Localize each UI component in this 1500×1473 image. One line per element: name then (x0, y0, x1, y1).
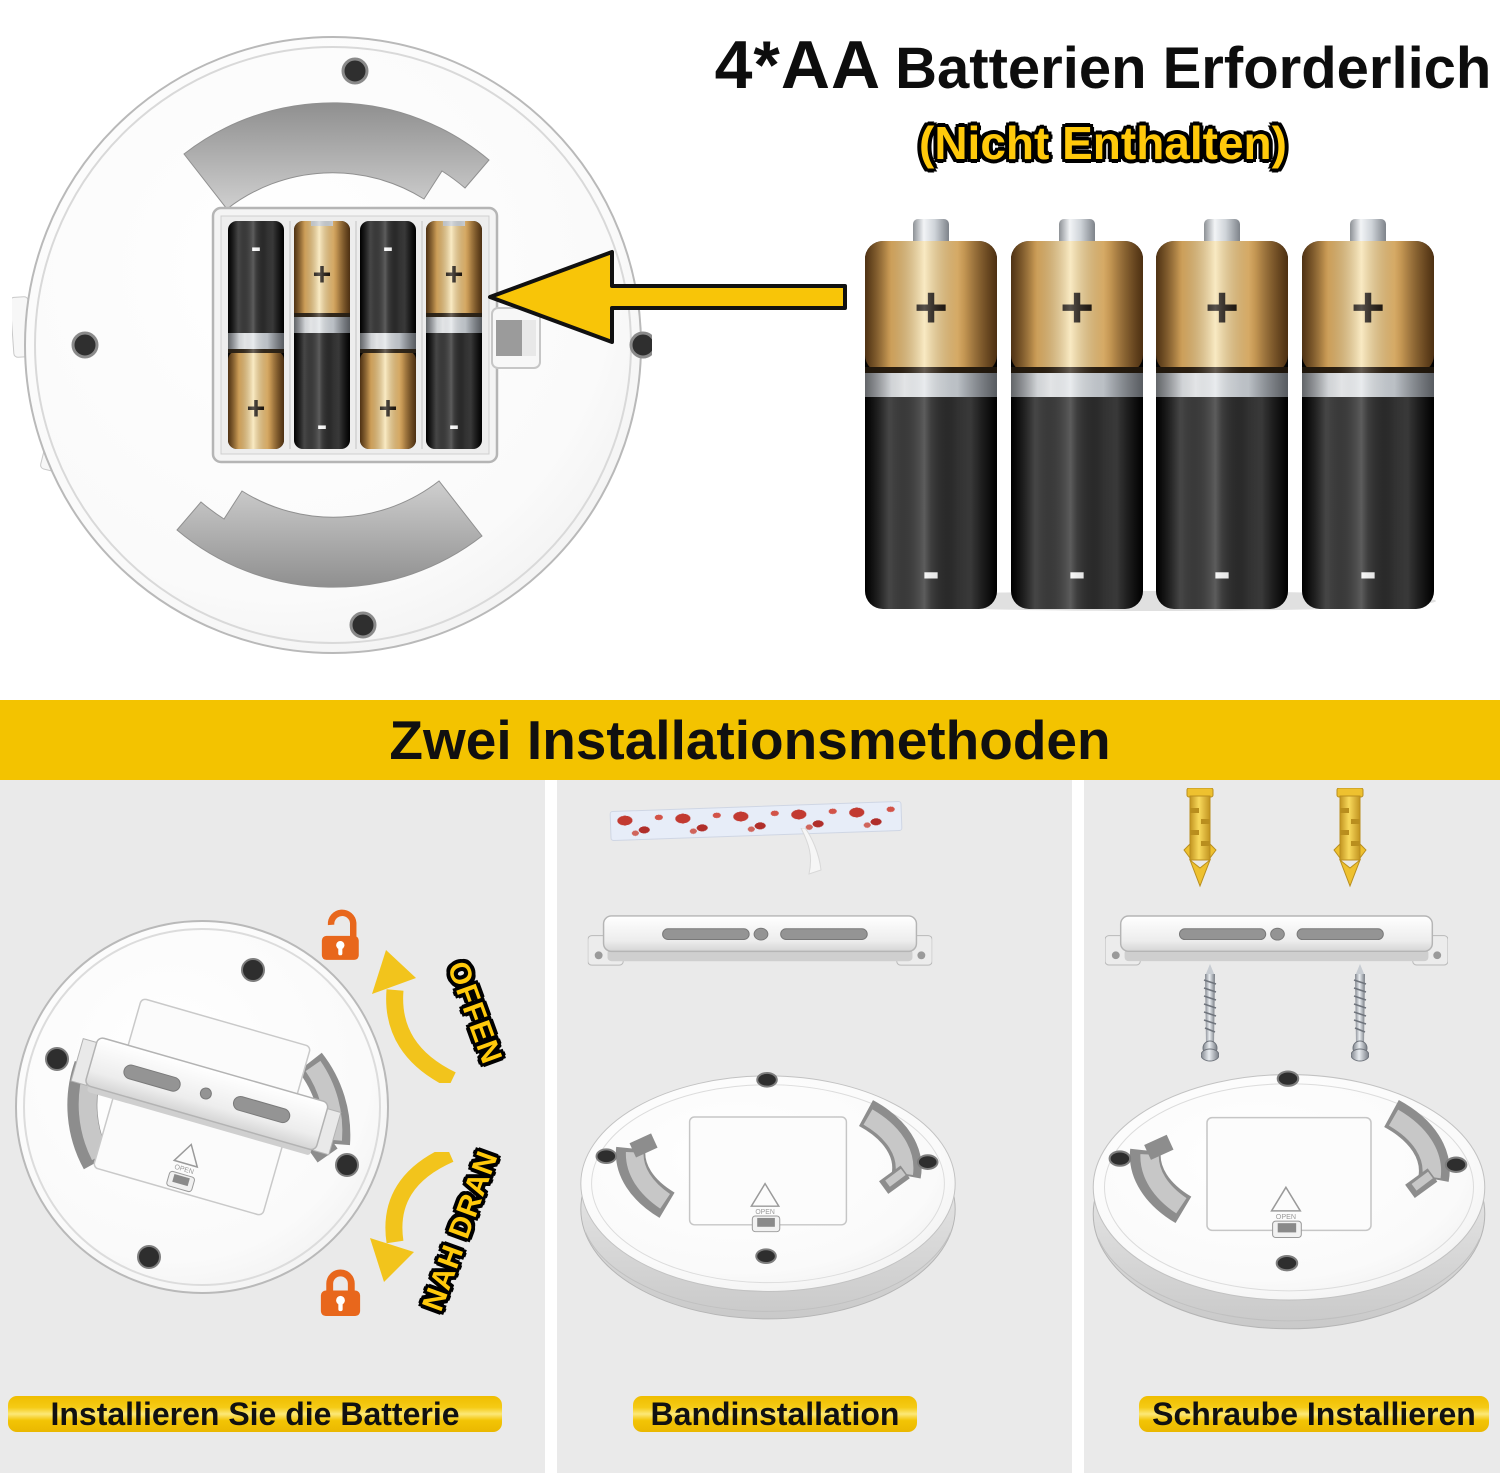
aa-battery-installed (294, 221, 350, 449)
caption-battery-install: Installieren Sie die Batterie (8, 1396, 502, 1432)
screw-hole (71, 331, 99, 359)
method-battery-panel: OPEN (0, 780, 545, 1473)
title-highlight: 4*AA (714, 27, 882, 103)
screw-hole (45, 1047, 69, 1071)
caption-tape-install: Bandinstallation (633, 1396, 917, 1432)
screw-hole (629, 331, 652, 359)
compartment-latch (491, 307, 541, 369)
lock-open-icon (320, 908, 368, 962)
battery-shadow (868, 591, 1436, 611)
method-tape-panel: Bandinstallation (557, 780, 1072, 1473)
tape-liner-peel (800, 828, 822, 875)
aa-battery (1011, 219, 1143, 609)
caption-screw-install: Schraube Installieren (1139, 1396, 1489, 1432)
aa-battery-installed (228, 221, 284, 449)
device-bottom-view (1084, 1056, 1494, 1335)
not-included-note: (Nicht Enthalten) (919, 117, 1287, 169)
screw-icon (1201, 964, 1219, 1062)
aa-battery (1156, 219, 1288, 609)
screw-hole (335, 1153, 359, 1177)
lock-closed-icon (318, 1267, 363, 1318)
screw-hole (241, 958, 265, 982)
wall-anchor-icon (1332, 788, 1368, 888)
aa-battery (865, 219, 997, 609)
battery-compartment (211, 206, 499, 464)
aa-batteries-group (865, 219, 1436, 611)
device-bottom-view (572, 1058, 964, 1325)
screw-hole (137, 1245, 161, 1269)
twist-slot (183, 102, 490, 210)
mounting-bracket (1105, 912, 1448, 973)
device-back-view (12, 36, 652, 654)
arrow-icon (488, 250, 847, 344)
curved-arrow-up-icon (372, 950, 456, 1083)
wall-anchor-icon (1182, 788, 1218, 888)
curved-arrow-down-icon (370, 1152, 454, 1282)
section-banner: Zwei Installationsmethoden (0, 700, 1500, 780)
mounting-bracket (587, 912, 933, 973)
aa-battery-installed (426, 221, 482, 449)
aa-battery (1302, 219, 1434, 609)
method-screw-panel: Schraube Installieren (1084, 780, 1500, 1473)
title-rest: Batterien Erforderlich (895, 36, 1492, 101)
banner-title: Zwei Installationsmethoden (389, 709, 1111, 771)
screw-hole (341, 57, 369, 85)
screw-hole (349, 611, 377, 639)
device-bottom-view: OPEN (15, 920, 389, 1294)
mounting-bracket (70, 1037, 342, 1156)
aa-battery-installed (360, 221, 416, 449)
screw-icon (1351, 964, 1369, 1062)
adhesive-tape (609, 800, 903, 842)
